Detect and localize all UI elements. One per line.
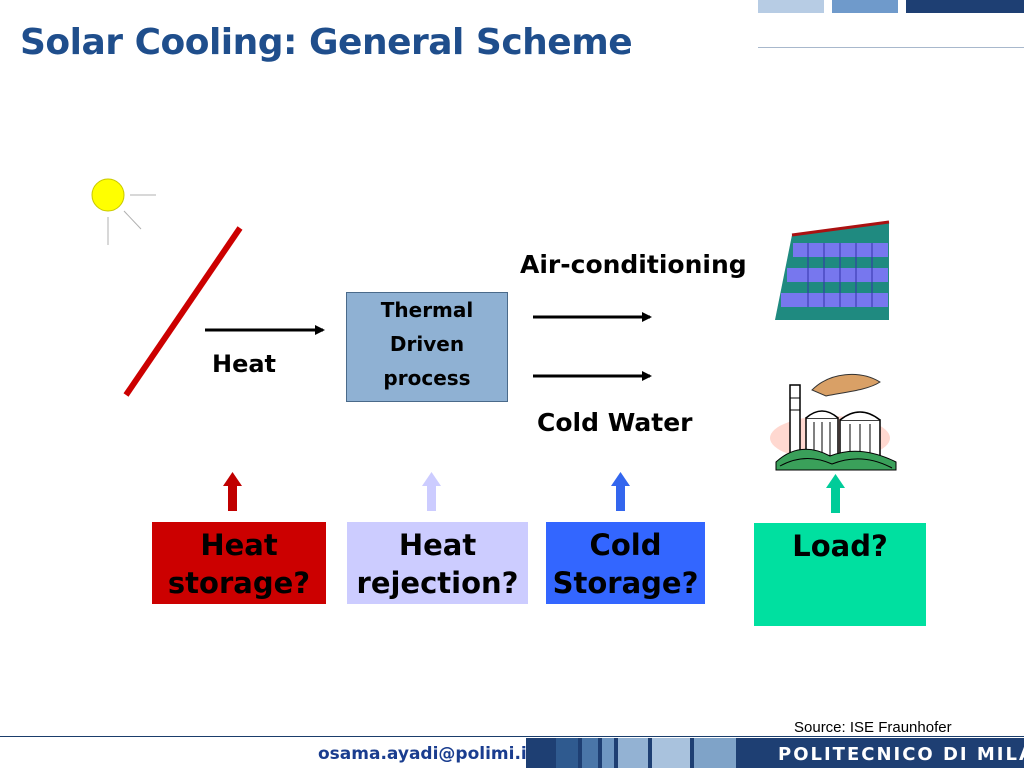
header-rule (758, 47, 1024, 48)
footer-stripe-5 (652, 738, 690, 768)
page-title: Solar Cooling: General Scheme (20, 22, 633, 63)
heat-rejection-box: Heat rejection? (347, 522, 528, 604)
author-email: osama.ayadi@polimi.it (318, 744, 535, 764)
thermal-driven-process-box: Thermal Driven process (346, 292, 508, 402)
footer-band (526, 738, 1024, 768)
header-bar-mid (832, 0, 898, 13)
header-bar-dark (906, 0, 1024, 13)
heat-storage-arrow (223, 472, 242, 511)
process-line-2: Driven (389, 332, 465, 356)
solar-collector-icon (123, 226, 243, 397)
cold-storage-line-2: Storage? (552, 566, 699, 600)
factory-icon (770, 373, 897, 471)
process-line-1: Thermal (380, 298, 474, 322)
heat-rejection-line-1: Heat (398, 528, 477, 562)
institution-name: POLITECNICO DI MILANO (778, 744, 1024, 765)
cold-storage-line-1: Cold (589, 528, 662, 562)
process-line-3: process (383, 366, 471, 390)
cold-water-label: Cold Water (537, 408, 693, 437)
header-bar-light (758, 0, 824, 13)
load-line-1: Load? (792, 529, 888, 563)
heat-rejection-arrow (422, 472, 441, 511)
heat-label: Heat (212, 350, 277, 378)
load-arrow (826, 474, 845, 513)
footer-stripe-3 (602, 738, 614, 768)
footer-stripe-4 (618, 738, 648, 768)
heat-storage-box: Heat storage? (152, 522, 326, 604)
load-box: Load? (754, 523, 926, 626)
office-building-icon (775, 220, 890, 320)
air-conditioning-label: Air-conditioning (520, 250, 747, 279)
footer-stripe-1 (556, 738, 578, 768)
sun-icon (91, 178, 156, 245)
cold-storage-box: Cold Storage? (546, 522, 705, 604)
cold-storage-arrow (611, 472, 630, 511)
footer-stripe-2 (582, 738, 598, 768)
source-note: Source: ISE Fraunhofer (794, 719, 952, 736)
footer-rule (0, 736, 1024, 737)
heat-rejection-line-2: rejection? (356, 566, 519, 600)
heat-storage-line-1: Heat (200, 528, 278, 562)
heat-storage-line-2: storage? (167, 566, 311, 600)
footer-stripe-6 (694, 738, 736, 768)
